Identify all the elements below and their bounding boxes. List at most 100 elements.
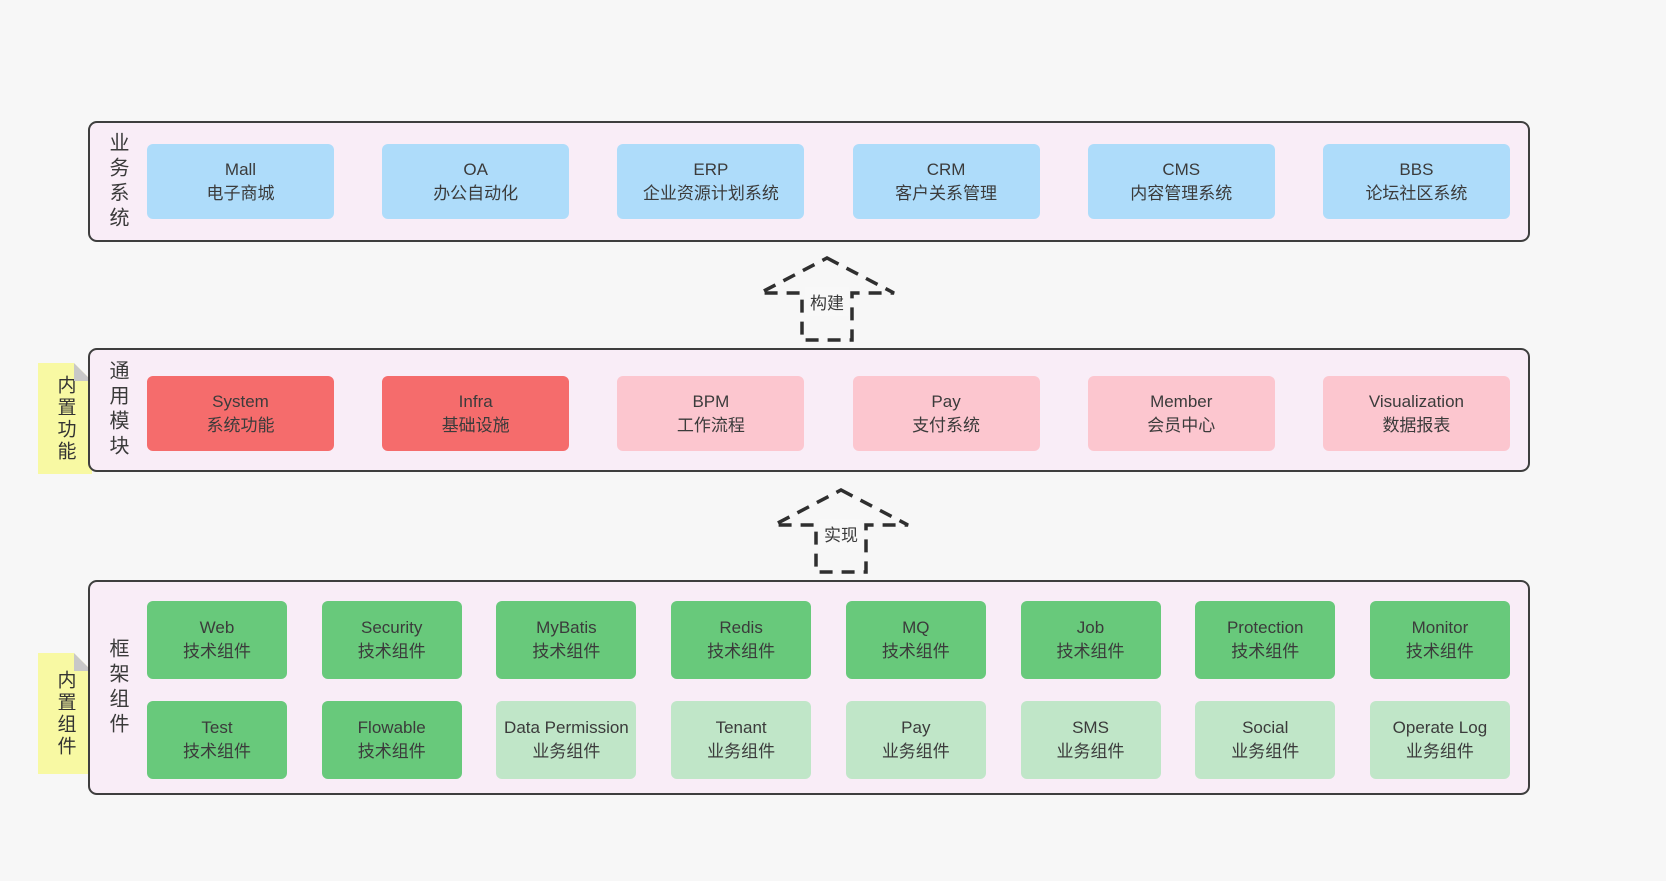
box-desc: 客户关系管理: [895, 183, 998, 203]
box-mall: Mall 电子商城: [147, 144, 334, 219]
box-desc: 办公自动化: [433, 183, 519, 203]
up-arrow-icon: [773, 488, 909, 574]
box-security: Security 技术组件: [321, 601, 462, 679]
up-arrow-implement-icon: 实现: [771, 487, 911, 575]
box-desc: 技术组件: [1231, 642, 1300, 661]
box-name: CMS: [1162, 159, 1201, 179]
note-label: 内置组件: [54, 669, 76, 758]
box-desc: 技术组件: [532, 642, 601, 661]
arrow-implement-label: 实现: [819, 519, 863, 548]
box-name: Protection: [1226, 618, 1304, 637]
box-desc: 内容管理系统: [1130, 183, 1233, 203]
up-arrow-build-icon: 构建: [757, 255, 897, 343]
box-desc: 技术组件: [183, 642, 251, 661]
box-name: Security: [360, 618, 423, 637]
box-desc: 工作流程: [676, 415, 745, 435]
box-member: Member 会员中心: [1087, 376, 1275, 451]
box-name: CRM: [926, 159, 966, 179]
box-monitor: Monitor 技术组件: [1369, 601, 1510, 679]
box-name: Visualization: [1368, 391, 1464, 411]
box-desc: 技术组件: [707, 642, 776, 661]
box-name: ERP: [693, 159, 729, 179]
box-desc: 电子商城: [206, 183, 275, 203]
box-bbs: BBS 论坛社区系统: [1322, 144, 1510, 219]
box-social: Social 业务组件: [1195, 701, 1336, 779]
panel-label-business: 业务系统: [106, 131, 128, 232]
box-name: BPM: [692, 391, 730, 411]
modules-box-row: System 系统功能 Infra 基础设施 BPM 工作流程 Pay 支付系统…: [147, 376, 1510, 451]
box-name: Social: [1242, 718, 1289, 737]
components-box-row-2: Test 技术组件 Flowable 技术组件 Data Permission …: [147, 701, 1510, 779]
box-crm: CRM 客户关系管理: [852, 144, 1040, 219]
box-redis: Redis 技术组件: [671, 601, 812, 679]
box-name: BBS: [1399, 159, 1434, 179]
box-name: Operate Log: [1392, 718, 1488, 737]
box-desc: 业务组件: [1231, 742, 1300, 761]
box-name: Infra: [458, 391, 493, 411]
box-pay-module: Pay 支付系统: [852, 376, 1040, 451]
box-desc: 技术组件: [1405, 642, 1474, 661]
box-desc: 企业资源计划系统: [642, 183, 779, 203]
box-desc: 业务组件: [1056, 742, 1125, 761]
box-bpm: BPM 工作流程: [617, 376, 805, 451]
box-desc: 论坛社区系统: [1365, 183, 1468, 203]
box-job: Job 技术组件: [1020, 601, 1161, 679]
box-oa: OA 办公自动化: [382, 144, 570, 219]
panel-label-modules: 通用模块: [106, 360, 128, 460]
box-system: System 系统功能: [147, 376, 334, 451]
box-web: Web 技术组件: [147, 601, 287, 679]
up-arrow-icon: [759, 256, 895, 342]
box-desc: 业务组件: [1405, 742, 1474, 761]
box-name: Monitor: [1411, 618, 1469, 637]
box-test: Test 技术组件: [147, 701, 287, 779]
panel-label-components: 框架组件: [106, 637, 128, 738]
box-desc: 技术组件: [183, 742, 251, 761]
business-systems-panel: 业务系统 Mall 电子商城 OA 办公自动化 ERP 企业资源计划系统 CRM…: [88, 121, 1530, 242]
box-data-permission: Data Permission 业务组件: [496, 701, 637, 779]
box-desc: 技术组件: [357, 742, 426, 761]
box-pay-component: Pay 业务组件: [845, 701, 986, 779]
box-name: Job: [1076, 618, 1105, 637]
box-name: Mall: [224, 159, 257, 179]
box-name: SMS: [1072, 718, 1109, 737]
box-name: Pay: [901, 718, 931, 737]
box-desc: 会员中心: [1147, 415, 1216, 435]
box-name: Flowable: [357, 718, 426, 737]
box-desc: 数据报表: [1382, 415, 1451, 435]
box-name: MyBatis: [536, 618, 597, 637]
box-desc: 支付系统: [912, 415, 981, 435]
box-sms: SMS 业务组件: [1020, 701, 1161, 779]
box-desc: 业务组件: [532, 742, 601, 761]
box-name: Tenant: [715, 718, 767, 737]
box-desc: 业务组件: [707, 742, 776, 761]
box-desc: 系统功能: [206, 415, 275, 435]
common-modules-panel: 通用模块 System 系统功能 Infra 基础设施 BPM 工作流程 Pay…: [88, 348, 1530, 472]
box-mybatis: MyBatis 技术组件: [496, 601, 637, 679]
box-desc: 基础设施: [441, 415, 510, 435]
box-name: System: [212, 391, 269, 411]
box-erp: ERP 企业资源计划系统: [617, 144, 805, 219]
box-name: Web: [199, 618, 235, 637]
note-label: 内置功能: [54, 374, 76, 463]
sticky-note-built-in-components: 内置组件: [38, 653, 92, 774]
box-cms: CMS 内容管理系统: [1087, 144, 1275, 219]
box-name: Test: [201, 718, 233, 737]
box-flowable: Flowable 技术组件: [321, 701, 462, 779]
box-visualization: Visualization 数据报表: [1322, 376, 1510, 451]
box-name: Member: [1150, 391, 1213, 411]
box-mq: MQ 技术组件: [845, 601, 986, 679]
components-box-row-1: Web 技术组件 Security 技术组件 MyBatis 技术组件 Redi…: [147, 601, 1510, 679]
box-name: Data Permission: [504, 718, 629, 737]
box-desc: 技术组件: [881, 642, 950, 661]
business-box-row: Mall 电子商城 OA 办公自动化 ERP 企业资源计划系统 CRM 客户关系…: [147, 144, 1510, 219]
box-name: OA: [463, 159, 488, 179]
box-operate-log: Operate Log 业务组件: [1369, 701, 1510, 779]
box-tenant: Tenant 业务组件: [671, 701, 812, 779]
box-name: Redis: [719, 618, 763, 637]
sticky-note-built-in-features: 内置功能: [38, 363, 92, 474]
box-desc: 业务组件: [881, 742, 950, 761]
box-name: Pay: [931, 391, 961, 411]
arrow-build-label: 构建: [805, 287, 849, 316]
box-desc: 技术组件: [1056, 642, 1125, 661]
framework-components-panel: 框架组件 Web 技术组件 Security 技术组件 MyBatis 技术组件…: [88, 580, 1530, 795]
